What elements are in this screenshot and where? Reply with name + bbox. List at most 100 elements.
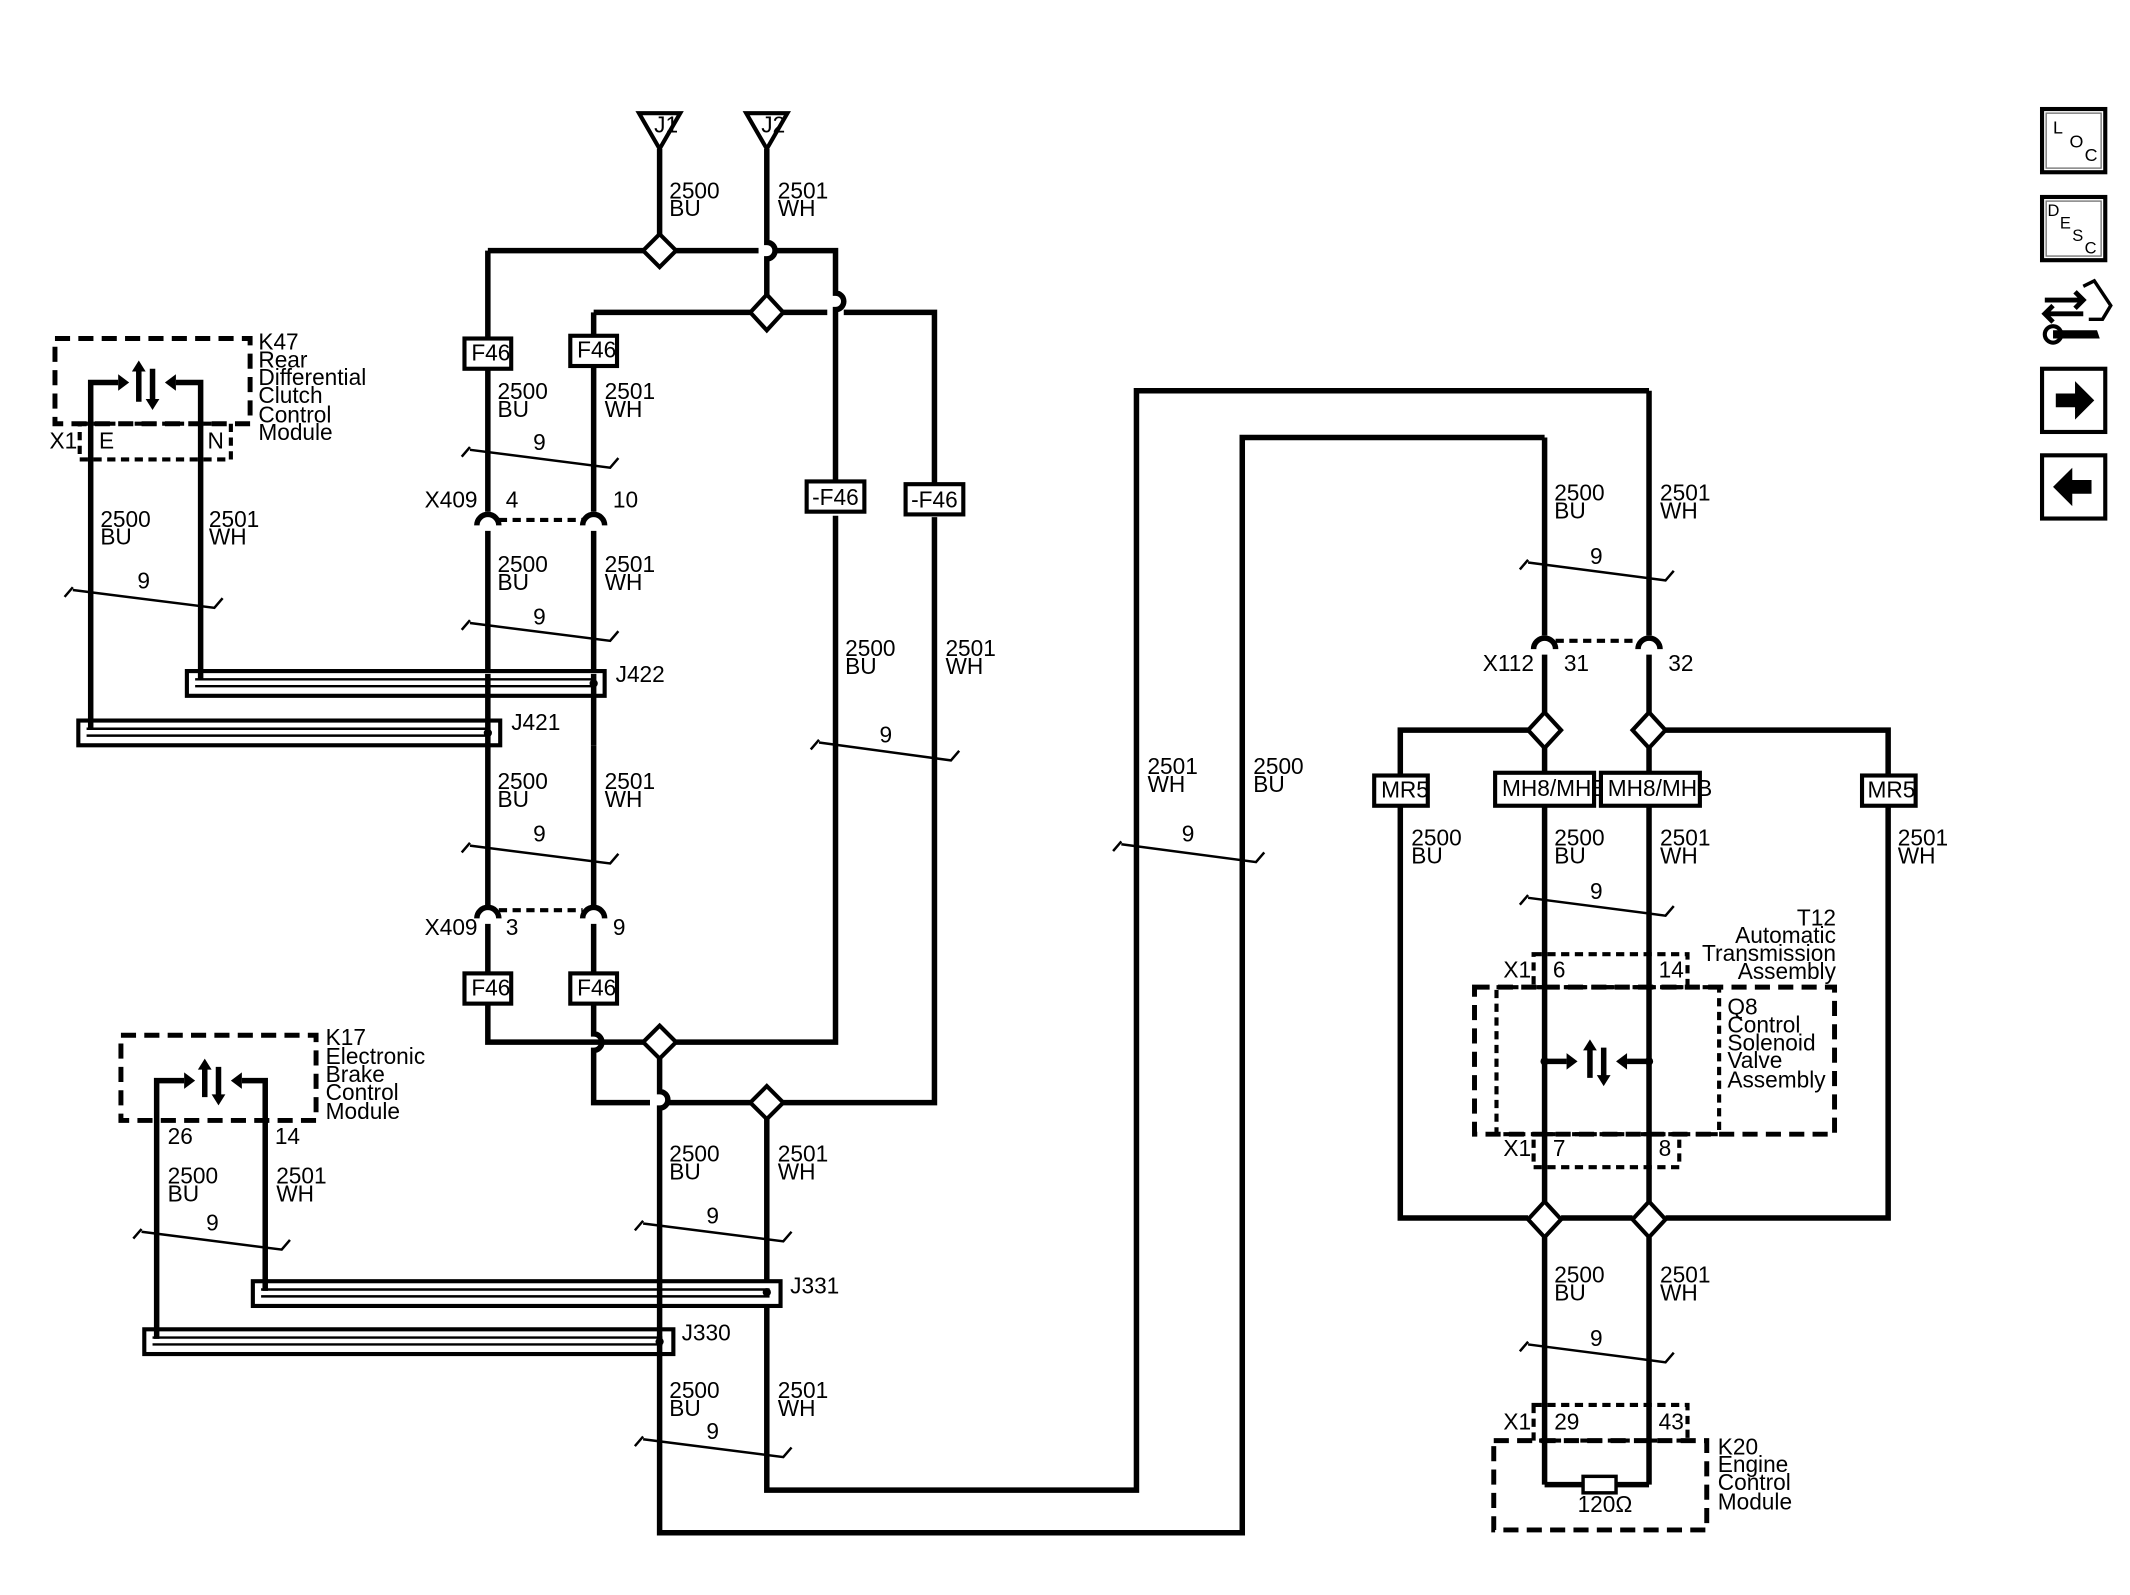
twist-marker — [460, 446, 620, 470]
svg-text:MR5: MR5 — [1868, 777, 1916, 803]
svg-text:3: 3 — [506, 914, 519, 940]
svg-text:WH: WH — [1660, 498, 1698, 524]
svg-text:F46: F46 — [471, 340, 510, 366]
svg-text:43: 43 — [1659, 1409, 1684, 1435]
svg-text:J331: J331 — [790, 1273, 839, 1299]
svg-text:2500: 2500 — [1554, 825, 1604, 851]
svg-text:2500: 2500 — [669, 177, 719, 203]
svg-text:2501: 2501 — [1660, 825, 1710, 851]
svg-text:9: 9 — [1590, 543, 1603, 569]
svg-text:Q8: Q8 — [1727, 994, 1757, 1020]
svg-text:D: D — [2048, 202, 2060, 220]
svg-text:BU: BU — [669, 1159, 700, 1185]
svg-text:2500: 2500 — [669, 1377, 719, 1403]
svg-text:2501: 2501 — [209, 506, 259, 532]
svg-text:7: 7 — [1553, 1135, 1566, 1161]
svg-text:2501: 2501 — [945, 635, 995, 661]
svg-text:O: O — [2070, 132, 2084, 152]
svg-text:9: 9 — [137, 568, 150, 594]
svg-text:J422: J422 — [616, 661, 665, 687]
svg-text:K20: K20 — [1718, 1433, 1758, 1459]
svg-text:Valve: Valve — [1727, 1047, 1782, 1073]
svg-text:X1: X1 — [1503, 1135, 1531, 1161]
svg-text:WH: WH — [778, 1395, 816, 1421]
svg-text:26: 26 — [168, 1123, 193, 1149]
svg-text:32: 32 — [1668, 650, 1693, 676]
svg-text:-F46: -F46 — [812, 484, 859, 510]
svg-text:C: C — [2085, 239, 2097, 257]
svg-text:WH: WH — [778, 1159, 816, 1185]
k17-module: K17 Electronic Brake Control Module 26 1… — [118, 1024, 425, 1339]
svg-text:BU: BU — [497, 786, 528, 812]
j330-splice-pack — [142, 1327, 676, 1357]
svg-text:2501: 2501 — [778, 1141, 828, 1167]
j1-label: J1 — [654, 111, 678, 137]
svg-text:9: 9 — [206, 1209, 219, 1235]
connector-wrench-icon[interactable] — [2041, 278, 2113, 345]
svg-text:J421: J421 — [511, 709, 560, 735]
svg-text:WH: WH — [778, 195, 816, 221]
prev-button[interactable] — [2039, 453, 2108, 521]
svg-text:9: 9 — [1182, 820, 1195, 846]
loc-button[interactable]: L O C — [2039, 106, 2108, 175]
svg-text:BU: BU — [1554, 498, 1585, 524]
j421-splice-pack — [76, 718, 503, 748]
svg-text:Electronic: Electronic — [326, 1043, 425, 1069]
desc-button[interactable]: D E S C — [2039, 194, 2108, 263]
svg-text:Brake: Brake — [326, 1061, 385, 1087]
svg-text:WH: WH — [1898, 842, 1936, 868]
svg-text:9: 9 — [1590, 878, 1603, 904]
svg-text:Control: Control — [1718, 1469, 1791, 1495]
svg-text:Module: Module — [1718, 1488, 1792, 1514]
toolbar: L O C D E S C — [2039, 106, 2113, 521]
svg-text:L: L — [2053, 118, 2063, 138]
svg-text:Module: Module — [258, 419, 332, 445]
svg-text:Automatic: Automatic — [1735, 922, 1836, 948]
svg-text:2500: 2500 — [1253, 753, 1303, 779]
svg-text:WH: WH — [276, 1181, 314, 1207]
svg-text:2500: 2500 — [1554, 480, 1604, 506]
svg-text:2501: 2501 — [1147, 753, 1197, 779]
splice-top-wh — [747, 291, 787, 334]
splice-x112-wh — [1629, 709, 1669, 752]
svg-text:6: 6 — [1553, 957, 1566, 983]
j1-splice-pack-icon — [635, 111, 684, 154]
svg-text:Transmission: Transmission — [1702, 940, 1836, 966]
k47-module: K47 Rear Differential Clutch Control Mod… — [49, 329, 366, 729]
svg-text:F46: F46 — [471, 974, 510, 1000]
svg-text:BU: BU — [669, 195, 700, 221]
j2-label: J2 — [761, 111, 785, 137]
svg-text:WH: WH — [1660, 842, 1698, 868]
svg-text:2500: 2500 — [1554, 1262, 1604, 1288]
svg-text:4: 4 — [506, 487, 519, 513]
svg-text:2500: 2500 — [845, 635, 895, 661]
svg-text:2501: 2501 — [1660, 480, 1710, 506]
svg-text:BU: BU — [1554, 1279, 1585, 1305]
svg-text:Control: Control — [1727, 1011, 1800, 1037]
j2-splice-pack-icon — [742, 111, 791, 154]
svg-text:2501: 2501 — [1898, 825, 1948, 851]
svg-text:Control: Control — [258, 401, 331, 427]
splice-x112-bu — [1525, 709, 1564, 752]
svg-text:9: 9 — [1590, 1325, 1603, 1351]
splice-top-bu — [640, 231, 680, 270]
arrow-right-icon — [2055, 381, 2095, 420]
svg-text:X409: X409 — [425, 914, 478, 940]
svg-text:Clutch: Clutch — [258, 382, 322, 408]
svg-text:120Ω: 120Ω — [1578, 1491, 1633, 1517]
splice-bottom-wh — [747, 1083, 787, 1122]
svg-text:T12: T12 — [1797, 904, 1836, 930]
svg-text:X1: X1 — [1503, 1409, 1531, 1435]
svg-text:2501: 2501 — [605, 378, 655, 404]
svg-text:2501: 2501 — [778, 177, 828, 203]
svg-text:BU: BU — [168, 1181, 199, 1207]
svg-text:2500: 2500 — [497, 768, 547, 794]
svg-text:2501: 2501 — [605, 551, 655, 577]
svg-text:31: 31 — [1564, 650, 1589, 676]
svg-text:2501: 2501 — [778, 1377, 828, 1403]
t12-transmission-assembly: T12 Automatic Transmission Assembly Q8 C… — [1472, 904, 1838, 1170]
next-button[interactable] — [2039, 366, 2108, 435]
